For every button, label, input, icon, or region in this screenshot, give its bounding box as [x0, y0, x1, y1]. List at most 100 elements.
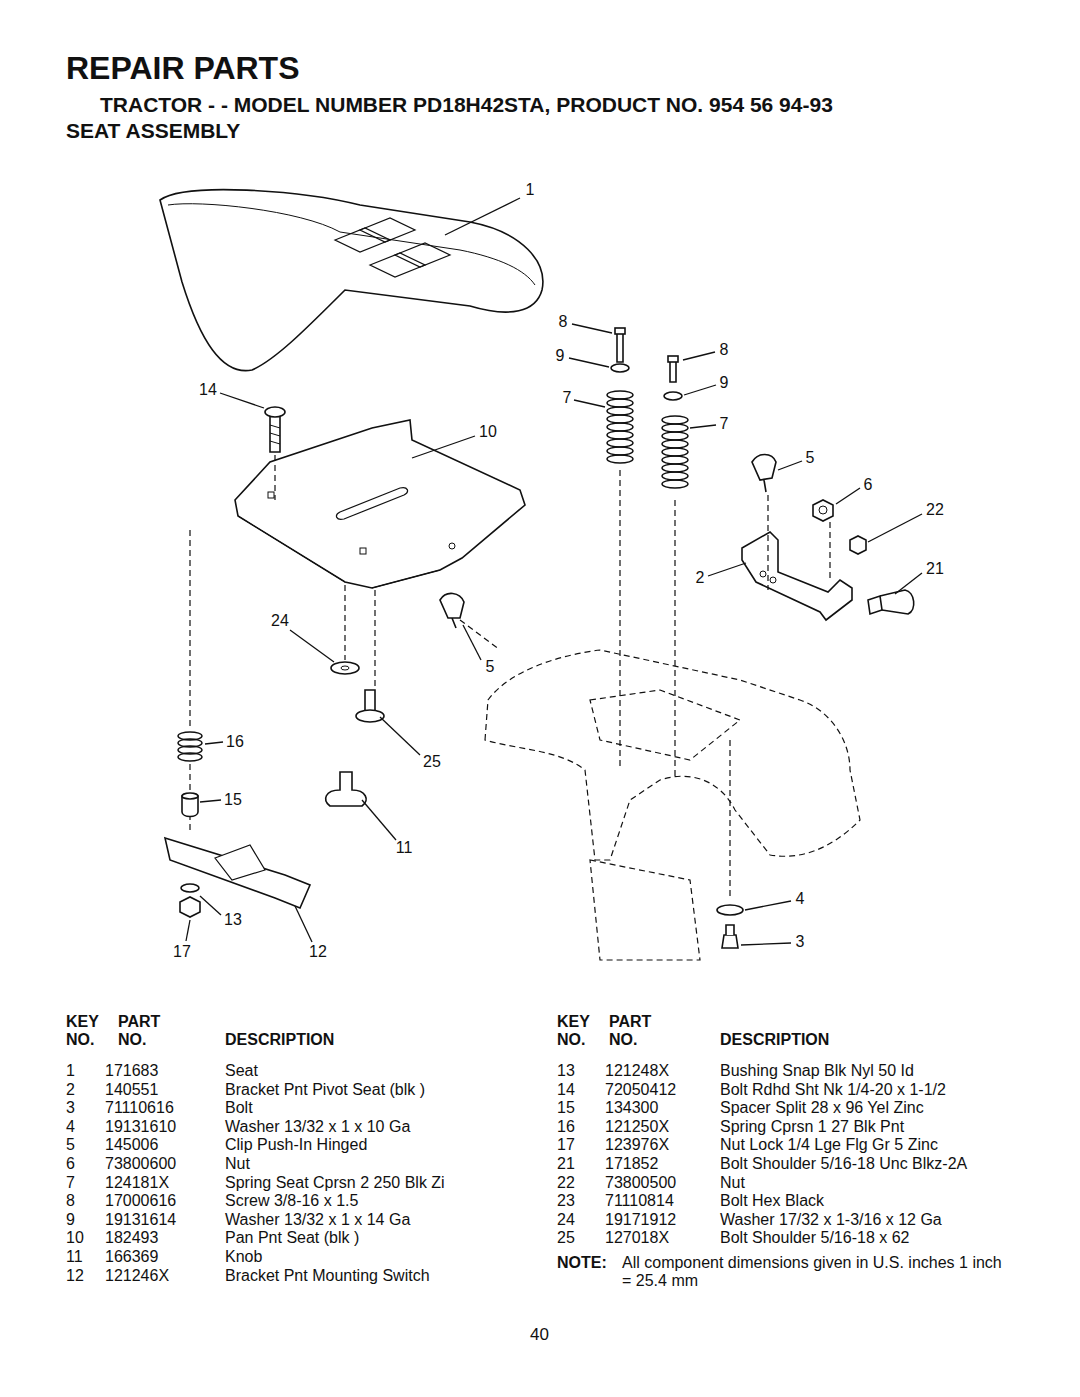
- page-title: REPAIR PARTS: [66, 50, 300, 86]
- part-number: 171852: [605, 1155, 658, 1173]
- key-number: 25: [557, 1229, 575, 1247]
- part-description: Washer 13/32 x 1 x 10 Ga: [225, 1118, 410, 1136]
- part-description: Nut Lock 1/4 Lge Flg Gr 5 Zinc: [720, 1136, 938, 1154]
- callout-number: 8: [719, 341, 730, 359]
- table-header: NO.: [118, 1031, 146, 1049]
- part-description: Washer 17/32 x 1-3/16 x 12 Ga: [720, 1211, 942, 1229]
- key-number: 24: [557, 1211, 575, 1229]
- part-number: 73800600: [105, 1155, 176, 1173]
- key-number: 22: [557, 1174, 575, 1192]
- part-description: Spring Seat Cprsn 2 250 Blk Zi: [225, 1174, 445, 1192]
- part-number: 19131614: [105, 1211, 176, 1229]
- table-header: DESCRIPTION: [225, 1031, 334, 1049]
- part-number: 140551: [105, 1081, 158, 1099]
- callout-number: 22: [925, 501, 945, 519]
- part-description: Clip Push-In Hinged: [225, 1136, 367, 1154]
- page-number: 40: [530, 1326, 549, 1344]
- callout-number: 4: [795, 890, 806, 908]
- key-number: 8: [66, 1192, 75, 1210]
- part-number: 73800500: [605, 1174, 676, 1192]
- key-number: 16: [557, 1118, 575, 1136]
- part-description: Bracket Pnt Mounting Switch: [225, 1267, 430, 1285]
- key-number: 3: [66, 1099, 75, 1117]
- part-description: Seat: [225, 1062, 258, 1080]
- callout-number: 14: [198, 381, 218, 399]
- callout-number: 15: [223, 791, 243, 809]
- part-number: 121248X: [605, 1062, 669, 1080]
- callout-number: 7: [562, 389, 573, 407]
- part-number: 171683: [105, 1062, 158, 1080]
- part-description: Screw 3/8-16 x 1.5: [225, 1192, 358, 1210]
- callout-number: 17: [172, 943, 192, 961]
- key-number: 7: [66, 1174, 75, 1192]
- table-header: KEY: [66, 1013, 99, 1031]
- part-number: 127018X: [605, 1229, 669, 1247]
- table-header: PART: [609, 1013, 651, 1031]
- part-number: 121250X: [605, 1118, 669, 1136]
- part-description: Pan Pnt Seat (blk ): [225, 1229, 359, 1247]
- part-description: Nut: [225, 1155, 250, 1173]
- table-header: NO.: [66, 1031, 94, 1049]
- callout-number: 13: [223, 911, 243, 929]
- callout-number: 5: [485, 658, 496, 676]
- callout-number: 8: [558, 313, 569, 331]
- table-header: NO.: [609, 1031, 637, 1049]
- callout-number: 7: [719, 415, 730, 433]
- part-number: 145006: [105, 1136, 158, 1154]
- part-description: Bushing Snap Blk Nyl 50 Id: [720, 1062, 914, 1080]
- callout-number: 16: [225, 733, 245, 751]
- key-number: 17: [557, 1136, 575, 1154]
- part-description: Spacer Split 28 x 96 Yel Zinc: [720, 1099, 924, 1117]
- key-number: 23: [557, 1192, 575, 1210]
- part-description: Spring Cprsn 1 27 Blk Pnt: [720, 1118, 904, 1136]
- callout-number: 24: [270, 612, 290, 630]
- part-description: Bracket Pnt Pivot Seat (blk ): [225, 1081, 425, 1099]
- note-label: NOTE:: [557, 1254, 607, 1272]
- table-header: KEY: [557, 1013, 590, 1031]
- callout-number: 25: [422, 753, 442, 771]
- key-number: 9: [66, 1211, 75, 1229]
- key-number: 1: [66, 1062, 75, 1080]
- callout-number: 1: [525, 181, 536, 199]
- callout-number: 10: [478, 423, 498, 441]
- key-number: 6: [66, 1155, 75, 1173]
- part-number: 71110616: [105, 1099, 174, 1117]
- part-number: 17000616: [105, 1192, 176, 1210]
- key-number: 5: [66, 1136, 75, 1154]
- part-number: 19131610: [105, 1118, 176, 1136]
- callout-number: 5: [805, 449, 816, 467]
- key-number: 10: [66, 1229, 84, 1247]
- section-heading: SEAT ASSEMBLY: [66, 118, 240, 144]
- part-description: Washer 13/32 x 1 x 14 Ga: [225, 1211, 410, 1229]
- part-number: 182493: [105, 1229, 158, 1247]
- model-heading: TRACTOR - - MODEL NUMBER PD18H42STA, PRO…: [100, 92, 833, 118]
- part-description: Bolt Hex Black: [720, 1192, 824, 1210]
- part-description: Bolt Shoulder 5/16-18 Unc Blkz-2A: [720, 1155, 967, 1173]
- key-number: 13: [557, 1062, 575, 1080]
- part-number: 134300: [605, 1099, 658, 1117]
- part-description: Knob: [225, 1248, 262, 1266]
- part-number: 124181X: [105, 1174, 169, 1192]
- callout-number: 3: [795, 933, 806, 951]
- callout-number: 9: [719, 374, 730, 392]
- key-number: 12: [66, 1267, 84, 1285]
- callout-number: 2: [695, 569, 706, 587]
- part-number: 19171912: [605, 1211, 676, 1229]
- callout-number: 11: [395, 839, 414, 857]
- table-header: PART: [118, 1013, 160, 1031]
- key-number: 15: [557, 1099, 575, 1117]
- table-header: NO.: [557, 1031, 585, 1049]
- part-number: 123976X: [605, 1136, 669, 1154]
- key-number: 4: [66, 1118, 75, 1136]
- table-header: DESCRIPTION: [720, 1031, 829, 1049]
- key-number: 11: [66, 1248, 83, 1266]
- part-description: Nut: [720, 1174, 745, 1192]
- note-text: All component dimensions given in U.S. i…: [622, 1254, 1007, 1290]
- callout-number: 21: [925, 560, 945, 578]
- part-number: 71110814: [605, 1192, 674, 1210]
- part-description: Bolt Shoulder 5/16-18 x 62: [720, 1229, 909, 1247]
- part-number: 121246X: [105, 1267, 169, 1285]
- part-number: 166369: [105, 1248, 158, 1266]
- callout-number: 9: [555, 347, 566, 365]
